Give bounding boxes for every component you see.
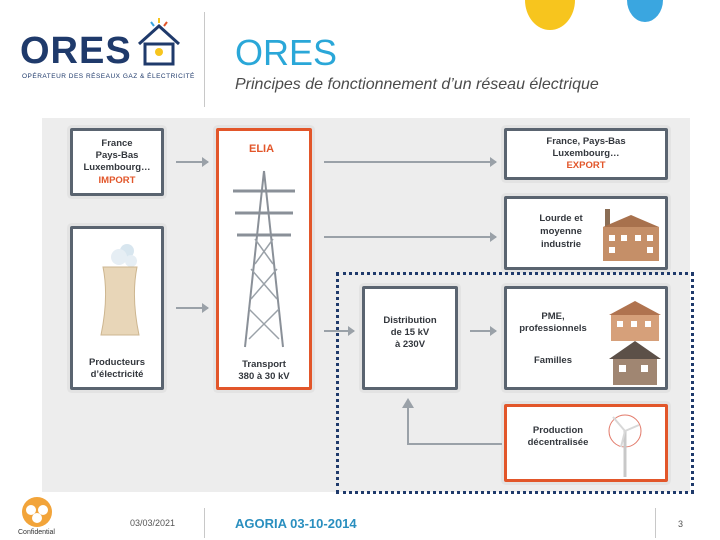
arrow-import-to-elia xyxy=(176,157,209,167)
page-subtitle: Principes de fonctionnement d’un réseau … xyxy=(235,76,599,93)
arrow-elia-to-industry xyxy=(324,232,497,242)
elia-box: ELIA Transport 380 à 30 kV xyxy=(216,128,312,390)
ores-logo: ORES xyxy=(20,30,132,72)
decentralised-production-box: Production décentralisée xyxy=(504,404,668,482)
import-line1: France xyxy=(101,138,133,149)
logo-tagline: OPÉRATEUR DES RÉSEAUX GAZ & ÉLECTRICITÉ xyxy=(22,73,195,80)
import-line2: Pays-Bas xyxy=(95,150,139,161)
decorative-shapes xyxy=(525,0,663,30)
arrow-producers-to-elia xyxy=(176,303,209,313)
wind-turbine-icon xyxy=(608,414,642,477)
distribution-line2: de 15 kV xyxy=(390,327,430,338)
industry-box: Lourde et moyenne industrie xyxy=(504,196,668,270)
distribution-line3: à 230V xyxy=(394,339,426,350)
factory-icon xyxy=(603,209,659,261)
export-box: France, Pays-Bas Luxembourg… EXPORT xyxy=(504,128,668,180)
import-line3: Luxembourg… xyxy=(83,162,151,173)
mascot-logo-icon xyxy=(22,497,52,527)
industry-line1: Lourde et xyxy=(539,213,583,224)
arrow-distribution-to-pme xyxy=(470,326,497,336)
houses-icon xyxy=(609,301,661,385)
decentral-line2: décentralisée xyxy=(527,437,589,448)
export-tag: EXPORT xyxy=(566,160,606,171)
export-line2: Luxembourg… xyxy=(552,148,620,159)
footer-divider-left xyxy=(204,508,205,538)
producers-line1: Producteurs xyxy=(89,357,145,368)
elia-title: ELIA xyxy=(249,143,275,155)
arrow-elia-to-export xyxy=(324,157,497,167)
decentral-line1: Production xyxy=(532,425,584,436)
producers-line2: d’électricité xyxy=(90,369,144,380)
export-line1: France, Pays-Bas xyxy=(546,136,626,147)
industry-line2: moyenne xyxy=(540,226,582,237)
arrow-elia-to-distribution xyxy=(324,326,355,336)
elia-line2: 380 à 30 kV xyxy=(238,371,290,382)
arrow-decentral-to-distribution xyxy=(402,398,502,445)
confidential-label: Confidential xyxy=(18,529,55,536)
cooling-tower-icon xyxy=(100,244,140,336)
footer-divider-right xyxy=(655,508,656,538)
industry-line3: industrie xyxy=(540,239,582,250)
pme-line2: professionnels xyxy=(519,323,587,334)
header-divider xyxy=(204,12,205,107)
footer-event: AGORIA 03-10-2014 xyxy=(235,516,357,531)
families-label: Familles xyxy=(533,355,573,366)
pylon-icon xyxy=(233,170,295,348)
pme-line1: PME, xyxy=(541,311,565,322)
footer-date: 03/03/2021 xyxy=(130,518,176,528)
page-title: ORES xyxy=(235,32,338,73)
elia-line1: Transport xyxy=(242,359,286,370)
pme-families-box: PME, professionnels Familles xyxy=(504,286,668,390)
distribution-box: Distribution de 15 kV à 230V xyxy=(362,286,458,390)
import-tag: IMPORT xyxy=(98,175,136,186)
distribution-line1: Distribution xyxy=(383,315,437,326)
import-box: France Pays-Bas Luxembourg… IMPORT xyxy=(70,128,164,196)
house-logo-icon xyxy=(137,18,181,66)
producers-box: Producteurs d’électricité xyxy=(70,226,164,390)
page-number: 3 xyxy=(678,519,684,529)
distribution-area-boundary xyxy=(336,272,694,494)
